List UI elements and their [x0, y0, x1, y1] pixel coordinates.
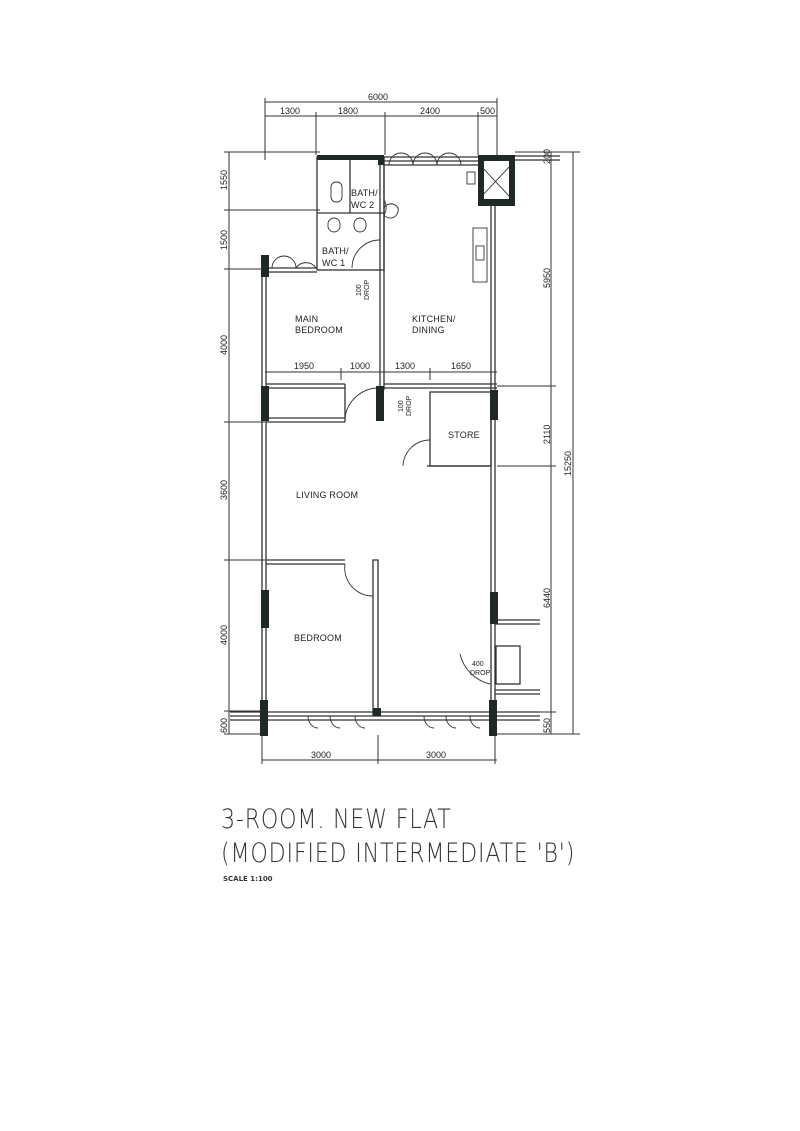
door-swings: [271, 152, 491, 729]
kitchen-label-2: DINING: [412, 325, 445, 335]
columns: [260, 155, 515, 736]
right-dimensions: [497, 151, 580, 735]
dim-bottom-1: 3000: [311, 750, 331, 760]
dim-bottom-2: 3000: [426, 750, 446, 760]
dim-left-1: 1550: [219, 170, 229, 190]
dim-mid-1: 1950: [294, 361, 314, 371]
dim-top-4: 500: [480, 106, 495, 116]
living-room-label: LIVING ROOM: [296, 490, 358, 500]
dim-top-2: 1800: [338, 106, 358, 116]
plan-scale: SCALE 1:100: [223, 875, 273, 883]
drop-note-3b: DROP: [470, 670, 491, 677]
bath2-label: BATH/: [351, 188, 378, 198]
dim-top-total: 6000: [368, 92, 388, 102]
top-dimensions: [264, 98, 498, 160]
dim-top-1: 1300: [280, 106, 300, 116]
dim-left-2: 1500: [219, 230, 229, 250]
bath1-label: BATH/: [322, 246, 349, 256]
bath2-label-2: WC 2: [351, 200, 374, 210]
left-dimensions: [224, 151, 320, 735]
dim-left-4: 3600: [219, 480, 229, 500]
kitchen-label: KITCHEN/: [412, 314, 456, 324]
bath1-label-2: WC 1: [322, 258, 345, 268]
plan-subtitle: (MODIFIED INTERMEDIATE 'B'): [221, 838, 576, 869]
drop-note-1: 100: [356, 284, 363, 296]
dim-mid-2: 1000: [350, 361, 370, 371]
store-label: STORE: [448, 430, 480, 440]
plan-title: 3-ROOM. NEW FLAT: [221, 804, 452, 835]
drop-note-1b: DROP: [364, 279, 371, 300]
drop-note-3: 400: [472, 661, 484, 668]
dim-right-1: 200: [542, 149, 552, 164]
dim-left-5: 4000: [219, 625, 229, 645]
main-bedroom-label: MAIN: [295, 314, 318, 324]
drop-note-2: 100: [398, 400, 405, 412]
dim-left-3: 4000: [219, 335, 229, 355]
dim-right-5: 550: [542, 718, 552, 733]
dim-top-3: 2400: [420, 106, 440, 116]
fixtures: [327, 165, 511, 283]
dim-left-6: 600: [219, 718, 229, 733]
dim-right-3: 2110: [542, 425, 552, 444]
dim-mid-4: 1650: [451, 361, 471, 371]
walls: [230, 155, 560, 730]
main-bedroom-label-2: BEDROOM: [295, 325, 343, 335]
dim-mid-3: 1300: [395, 361, 415, 371]
dim-right-2: 5950: [542, 268, 552, 288]
dim-right-4: 6440: [542, 588, 552, 608]
drop-note-2b: DROP: [406, 395, 413, 416]
bedroom-label: BEDROOM: [294, 633, 342, 643]
dim-right-total: 15250: [563, 451, 573, 476]
